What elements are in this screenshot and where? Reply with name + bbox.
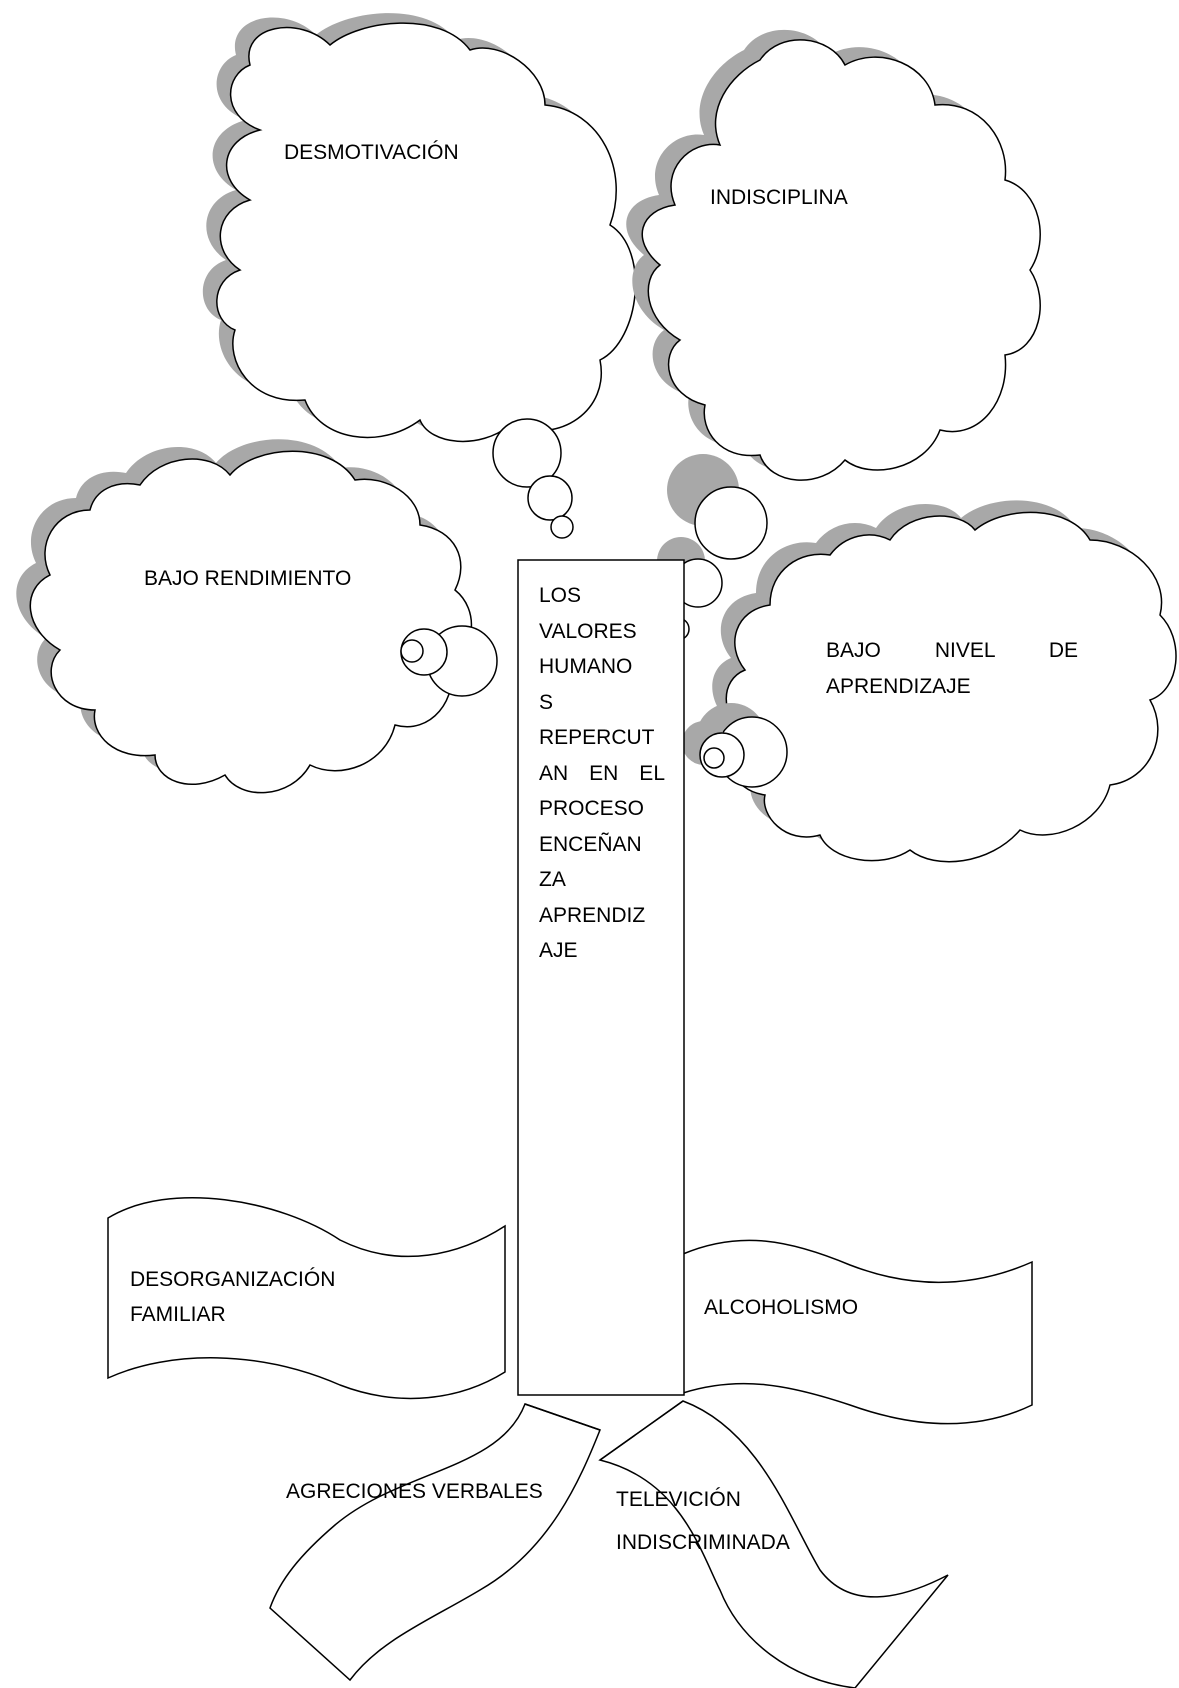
label-agreciones: AGRECIONES VERBALES [286,1480,543,1503]
label-desorganizacion-line1: DESORGANIZACIÓN [130,1268,336,1291]
trunk-text-line: AJE [539,939,578,962]
trunk-text-line: HUMANO [539,655,633,678]
banner-desorganizacion [107,1197,506,1400]
cloud-bajo-nivel [682,500,1177,863]
thought-bubble-small [550,515,574,539]
trunk-text-line: LOS [539,584,582,607]
trunk-text-line: S [539,690,554,714]
cloud-desmotivacion [202,13,637,539]
label-indisciplina: INDISCIPLINA [710,186,848,209]
label-alcoholismo: ALCOHOLISMO [704,1296,859,1319]
root-connector-right [599,1400,684,1461]
trunk-text-line: APRENDIZ [539,903,646,927]
trunk-text-line: PROCESO [539,797,645,820]
label-desorganizacion-line2: FAMILIAR [130,1303,226,1326]
trunk-text-line: ENCEÑAN [539,832,642,856]
root-agreciones-verbales [269,1403,601,1682]
label-bajo-nivel-line2: APRENDIZAJE [826,675,971,698]
thought-bubble-large [492,418,562,488]
label-desmotivacion: DESMOTIVACIÓN [284,141,459,164]
trunk-text: LOS VALORES HUMANO S REPERCUT AN EN EL PROCESO… [539,578,665,969]
thought-bubble-small [703,747,725,769]
cloud-bajo-rendimiento [16,439,498,794]
label-bajo-rendimiento: BAJO RENDIMIENTO [144,567,352,590]
trunk-text-line: AN EN EL [539,761,665,785]
label-bajo-nivel-line1: BAJO NIVEL DE [826,639,1078,662]
label-television-line2: INDISCRIMINADA [616,1531,790,1554]
trunk-text-line: VALORES [539,619,637,643]
trunk-box [517,559,685,1396]
trunk-text-line: REPERCUT [539,726,655,749]
label-television-line1: TELEVICIÓN [616,1488,741,1511]
banner-alcoholismo [682,1239,1033,1425]
root-television [598,1400,949,1688]
thought-bubble-medium [527,475,573,521]
trunk-text-line: ZA [539,868,566,891]
root-connector-left [524,1403,601,1431]
thought-bubble-small [400,639,424,663]
thought-bubble-large [694,486,768,560]
